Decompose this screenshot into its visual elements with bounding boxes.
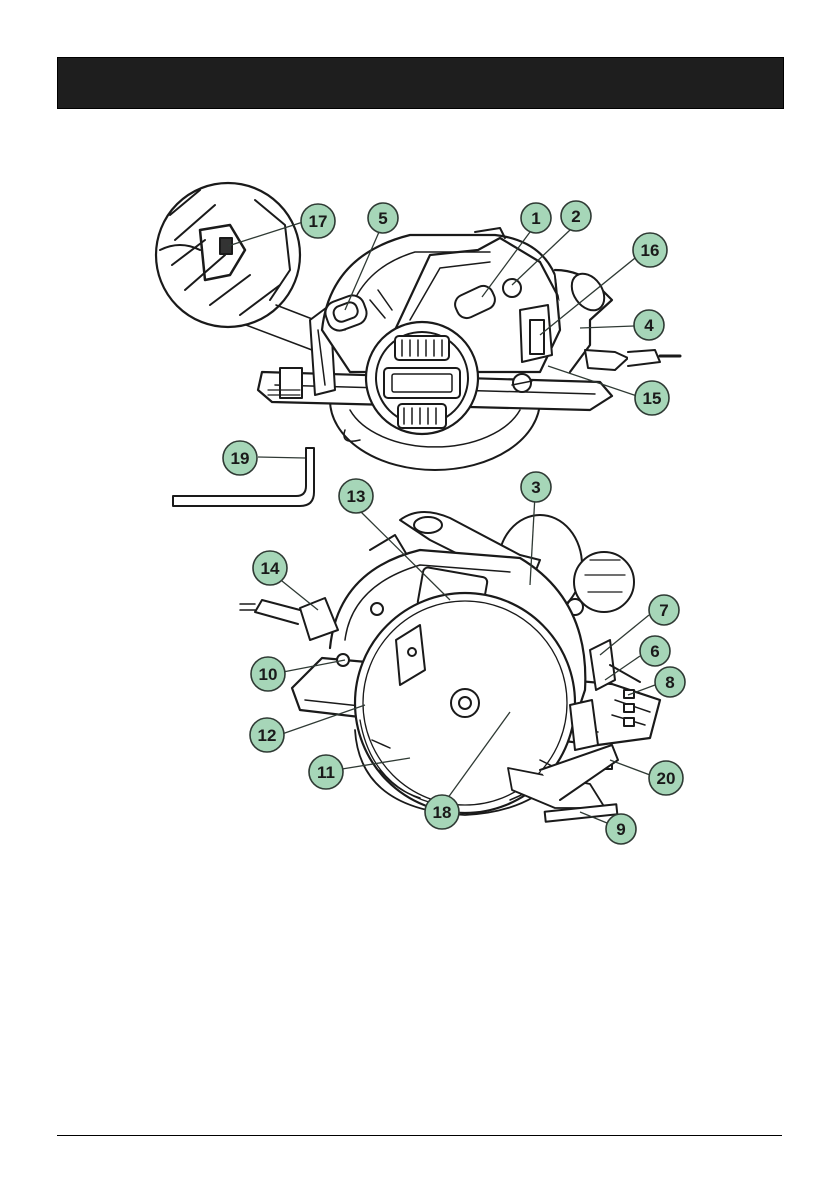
svg-text:13: 13 bbox=[347, 487, 366, 506]
callout-20: 20 bbox=[649, 761, 683, 795]
callout-1: 1 bbox=[521, 203, 551, 233]
svg-text:4: 4 bbox=[644, 316, 654, 335]
footer-divider bbox=[57, 1135, 782, 1136]
saw-top-view bbox=[156, 183, 680, 470]
svg-text:11: 11 bbox=[317, 763, 335, 782]
svg-text:10: 10 bbox=[259, 665, 278, 684]
callout-6: 6 bbox=[640, 636, 670, 666]
svg-text:14: 14 bbox=[261, 559, 280, 578]
svg-text:5: 5 bbox=[378, 209, 387, 228]
callout-3: 3 bbox=[521, 472, 551, 502]
svg-text:18: 18 bbox=[433, 803, 452, 822]
svg-text:12: 12 bbox=[258, 726, 277, 745]
svg-text:9: 9 bbox=[616, 820, 625, 839]
callout-17: 17 bbox=[301, 204, 335, 238]
svg-text:1: 1 bbox=[531, 209, 540, 228]
svg-text:3: 3 bbox=[531, 478, 540, 497]
svg-text:8: 8 bbox=[665, 673, 674, 692]
callout-16: 16 bbox=[633, 233, 667, 267]
svg-text:20: 20 bbox=[657, 769, 676, 788]
callout-10: 10 bbox=[251, 657, 285, 691]
callout-2: 2 bbox=[561, 201, 591, 231]
svg-text:17: 17 bbox=[309, 212, 328, 231]
svg-text:7: 7 bbox=[659, 601, 668, 620]
callout-4: 4 bbox=[634, 310, 664, 340]
callout-14: 14 bbox=[253, 551, 287, 585]
callout-5: 5 bbox=[368, 203, 398, 233]
svg-text:15: 15 bbox=[643, 389, 662, 408]
callout-15: 15 bbox=[635, 381, 669, 415]
svg-text:6: 6 bbox=[650, 642, 659, 661]
callout-12: 12 bbox=[250, 718, 284, 752]
callout-7: 7 bbox=[649, 595, 679, 625]
callout-9: 9 bbox=[606, 814, 636, 844]
svg-text:19: 19 bbox=[231, 449, 250, 468]
callout-19: 19 bbox=[223, 441, 257, 475]
callout-11: 11 bbox=[309, 755, 343, 789]
svg-text:2: 2 bbox=[571, 207, 580, 226]
saw-bottom-view bbox=[240, 512, 660, 822]
callout-18: 18 bbox=[425, 795, 459, 829]
callout-13: 13 bbox=[339, 479, 373, 513]
callout-8: 8 bbox=[655, 667, 685, 697]
svg-text:16: 16 bbox=[641, 241, 660, 260]
